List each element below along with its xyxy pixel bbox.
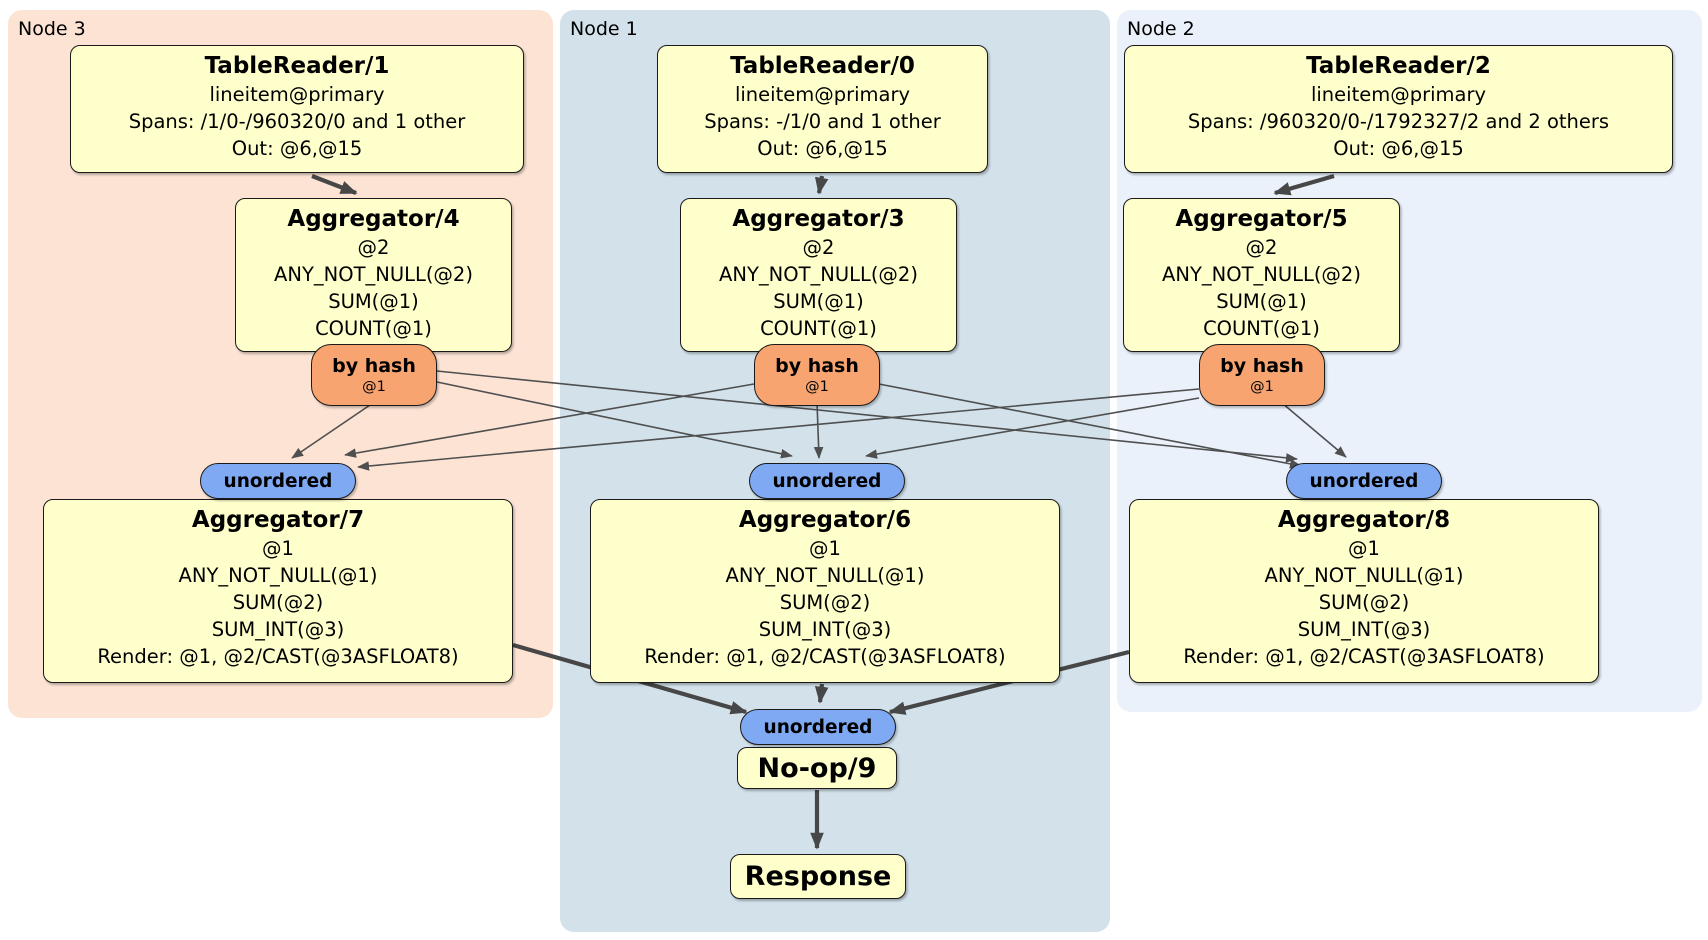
aggregator-line: SUM(@2) xyxy=(1318,591,1410,614)
aggregator-line: SUM(@1) xyxy=(328,290,419,313)
aggregator-line: SUM(@2) xyxy=(779,591,871,614)
router-label: by hash xyxy=(332,355,416,377)
aggregator-title: Aggregator/5 xyxy=(1175,206,1348,232)
aggregator-7-box: Aggregator/7 @1 ANY_NOT_NULL(@1) SUM(@2)… xyxy=(43,499,513,683)
aggregator-line: SUM(@2) xyxy=(232,591,324,614)
edge-router1-sync3 xyxy=(344,383,755,458)
sync-unordered-final: unordered xyxy=(740,709,896,745)
node-region-label: Node 3 xyxy=(18,18,86,40)
hash-router-node3: by hash @1 xyxy=(311,344,437,406)
table-reader-out: Out: @6,@15 xyxy=(1333,137,1464,160)
edge-tr2-agg5 xyxy=(1273,173,1335,196)
aggregator-line: SUM(@1) xyxy=(773,290,864,313)
edge-router3-sync1 xyxy=(436,381,793,459)
table-reader-title: TableReader/0 xyxy=(730,53,915,79)
table-reader-2-box: TableReader/2 lineitem@primary Spans: /9… xyxy=(1124,45,1673,173)
edge-router2-sync1 xyxy=(865,397,1200,459)
node-region-label: Node 2 xyxy=(1127,18,1195,40)
hash-router-node1: by hash @1 xyxy=(754,344,880,406)
aggregator-line: ANY_NOT_NULL(@2) xyxy=(1162,263,1361,286)
table-reader-0-box: TableReader/0 lineitem@primary Spans: -/… xyxy=(657,45,988,173)
table-reader-title: TableReader/2 xyxy=(1306,53,1491,79)
router-label: by hash xyxy=(775,355,859,377)
router-label: by hash xyxy=(1220,355,1304,377)
aggregator-title: Aggregator/6 xyxy=(738,507,912,533)
aggregator-title: Aggregator/3 xyxy=(732,206,905,232)
table-reader-title: TableReader/1 xyxy=(204,53,390,79)
edge-router1-sync2 xyxy=(878,383,1302,469)
table-reader-index: lineitem@primary xyxy=(734,83,911,106)
noop-box: No-op/9 xyxy=(737,747,897,789)
aggregator-title: Aggregator/4 xyxy=(287,206,460,232)
edge-tr1-agg4 xyxy=(311,174,358,195)
table-reader-1-box: TableReader/1 lineitem@primary Spans: /1… xyxy=(70,45,524,173)
aggregator-3-box: Aggregator/3 @2 ANY_NOT_NULL(@2) SUM(@1)… xyxy=(680,198,957,352)
aggregator-line: ANY_NOT_NULL(@2) xyxy=(274,263,473,286)
edge-router1-sync1 xyxy=(813,401,824,459)
sync-unordered-node2: unordered xyxy=(1286,463,1442,499)
aggregator-8-box: Aggregator/8 @1 ANY_NOT_NULL(@1) SUM(@2)… xyxy=(1129,499,1599,683)
response-box: Response xyxy=(730,854,906,899)
edge-tr0-agg3 xyxy=(814,175,829,195)
aggregator-line: ANY_NOT_NULL(@2) xyxy=(719,263,918,286)
aggregator-title: Aggregator/7 xyxy=(191,507,365,533)
aggregator-line: Render: @1, @2/CAST(@3ASFLOAT8) xyxy=(97,645,459,668)
node-region-label: Node 1 xyxy=(570,18,638,40)
aggregator-line: ANY_NOT_NULL(@1) xyxy=(1264,564,1464,587)
table-reader-out: Out: @6,@15 xyxy=(231,137,363,160)
table-reader-spans: Spans: /1/0-/960320/0 and 1 other xyxy=(128,110,466,133)
aggregator-6-box: Aggregator/6 @1 ANY_NOT_NULL(@1) SUM(@2)… xyxy=(590,499,1060,683)
edge-agg6-finalsync xyxy=(814,683,829,704)
edge-router2-sync2 xyxy=(1281,402,1347,458)
aggregator-line: @2 xyxy=(1245,236,1278,259)
aggregator-line: COUNT(@1) xyxy=(760,317,877,340)
aggregator-line: @1 xyxy=(262,537,294,560)
table-reader-out: Out: @6,@15 xyxy=(757,137,888,160)
aggregator-line: @1 xyxy=(809,537,841,560)
router-key: @1 xyxy=(362,379,386,395)
aggregator-line: @2 xyxy=(802,236,835,259)
aggregator-line: @2 xyxy=(357,236,390,259)
aggregator-line: COUNT(@1) xyxy=(315,317,432,340)
router-key: @1 xyxy=(805,379,829,395)
aggregator-4-box: Aggregator/4 @2 ANY_NOT_NULL(@2) SUM(@1)… xyxy=(235,198,512,352)
aggregator-line: COUNT(@1) xyxy=(1203,317,1320,340)
aggregator-line: @1 xyxy=(1348,537,1380,560)
aggregator-5-box: Aggregator/5 @2 ANY_NOT_NULL(@2) SUM(@1)… xyxy=(1123,198,1400,352)
table-reader-index: lineitem@primary xyxy=(1310,83,1487,106)
aggregator-line: SUM_INT(@3) xyxy=(758,618,892,641)
edge-router3-sync3 xyxy=(291,404,371,459)
aggregator-line: SUM_INT(@3) xyxy=(1297,618,1431,641)
router-key: @1 xyxy=(1250,379,1274,395)
aggregator-line: Render: @1, @2/CAST(@3ASFLOAT8) xyxy=(644,645,1006,668)
sync-unordered-node3: unordered xyxy=(200,463,356,499)
sync-unordered-node1: unordered xyxy=(749,463,905,499)
hash-router-node2: by hash @1 xyxy=(1199,344,1325,406)
table-reader-spans: Spans: -/1/0 and 1 other xyxy=(704,110,941,133)
aggregator-line: SUM_INT(@3) xyxy=(211,618,345,641)
table-reader-spans: Spans: /960320/0-/1792327/2 and 2 others xyxy=(1187,110,1610,133)
aggregator-line: SUM(@1) xyxy=(1216,290,1307,313)
table-reader-index: lineitem@primary xyxy=(209,83,385,106)
aggregator-line: Render: @1, @2/CAST(@3ASFLOAT8) xyxy=(1183,645,1545,668)
aggregator-line: ANY_NOT_NULL(@1) xyxy=(725,564,925,587)
edge-router2-sync3 xyxy=(357,388,1200,471)
edge-router3-sync2 xyxy=(436,370,1298,463)
aggregator-title: Aggregator/8 xyxy=(1277,507,1451,533)
aggregator-line: ANY_NOT_NULL(@1) xyxy=(178,564,378,587)
